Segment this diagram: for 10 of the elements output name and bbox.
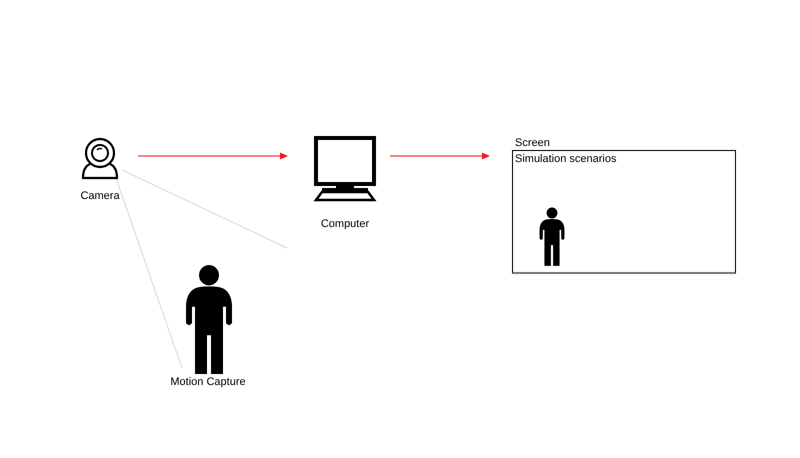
line	[116, 178, 182, 368]
panel-title: Screen	[515, 137, 550, 149]
panel-heading: Simulation scenarios	[515, 153, 616, 165]
node-label: Motion Capture	[169, 376, 247, 388]
line	[122, 170, 288, 248]
arrow	[138, 152, 288, 160]
node-label: Camera	[79, 190, 121, 202]
person-icon	[539, 207, 565, 267]
node-label: Computer	[320, 218, 370, 230]
arrow	[390, 152, 490, 160]
